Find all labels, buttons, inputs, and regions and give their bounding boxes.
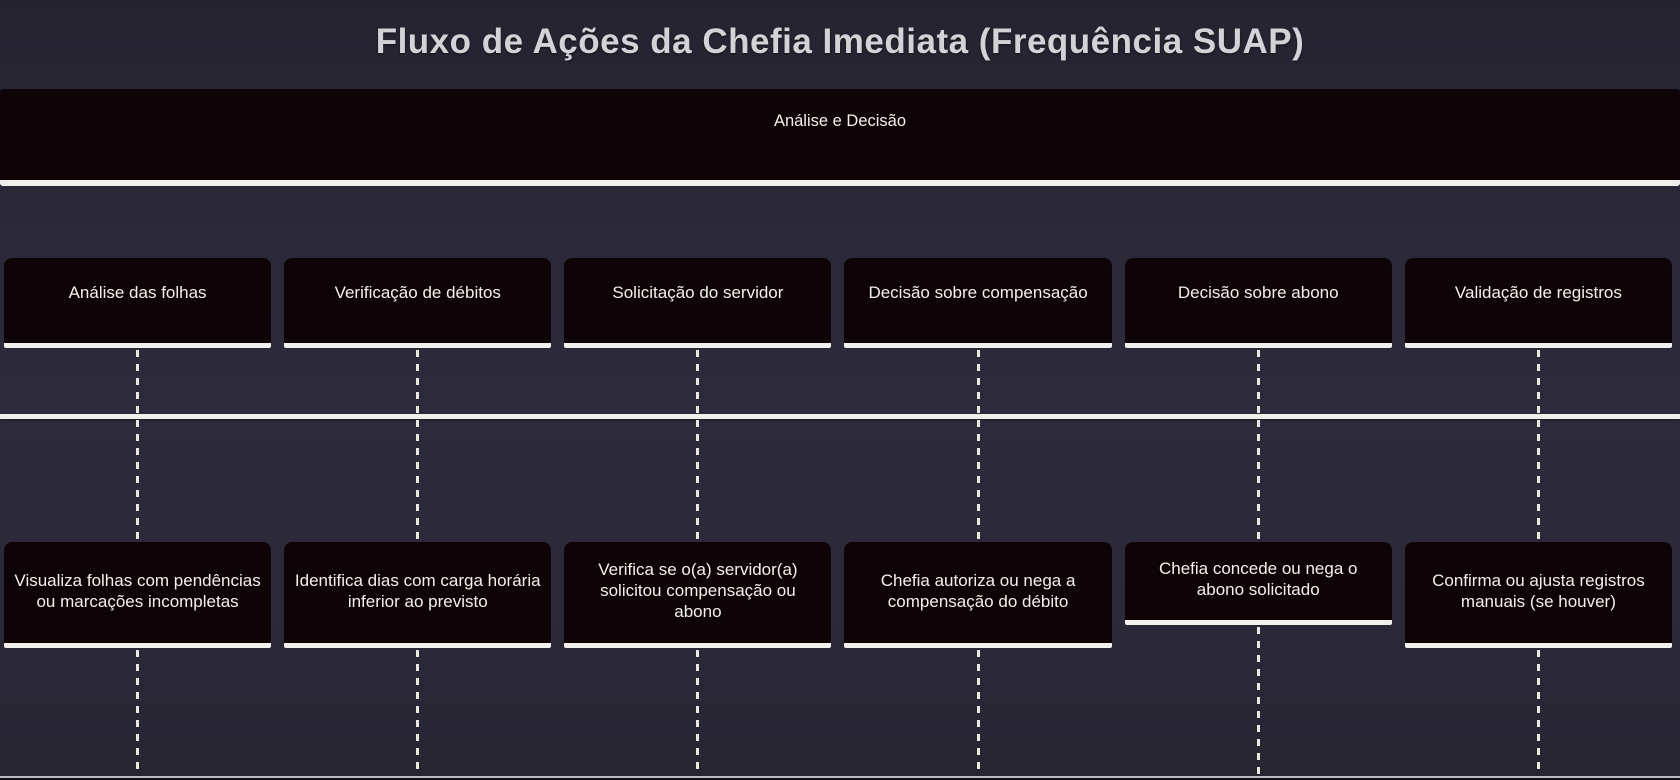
step-box-decisao-sobre-compensacao: Decisão sobre compensação: [844, 258, 1112, 348]
bottom-lane-line: [0, 776, 1680, 778]
flow-column-5: Decisão sobre abono Chefia concede ou ne…: [1124, 258, 1392, 780]
dashed-connector: [136, 650, 140, 780]
dashed-connector: [416, 350, 420, 540]
flow-column-3: Solicitação do servidor Verifica se o(a)…: [564, 258, 832, 780]
dashed-connector: [1256, 627, 1260, 780]
lane-header-analise-e-decisao: Análise e Decisão: [0, 89, 1680, 186]
step-box-analise-das-folhas: Análise das folhas: [4, 258, 272, 348]
dashed-connector: [976, 350, 980, 540]
dashed-connector: [976, 650, 980, 780]
diagram-title: Fluxo de Ações da Chefia Imediata (Frequ…: [375, 22, 1305, 61]
flow-column-2: Verificação de débitos Identifica dias c…: [284, 258, 552, 780]
dashed-connector: [1536, 650, 1540, 780]
dashed-connector: [696, 650, 700, 780]
lane-divider: [0, 414, 1680, 419]
flow-columns: Análise das folhas Visualiza folhas com …: [4, 258, 1672, 780]
step-box-solicitacao-do-servidor: Solicitação do servidor: [564, 258, 832, 348]
flow-column-1: Análise das folhas Visualiza folhas com …: [4, 258, 272, 780]
dashed-connector: [1536, 350, 1540, 540]
dashed-connector: [136, 350, 140, 540]
step-box-decisao-sobre-abono: Decisão sobre abono: [1124, 258, 1392, 348]
action-box-identifica-dias: Identifica dias com carga horária inferi…: [284, 542, 552, 648]
action-box-confirma-registros: Confirma ou ajusta registros manuais (se…: [1404, 542, 1672, 648]
bottom-edge: [0, 778, 1680, 780]
step-box-verificacao-de-debitos: Verificação de débitos: [284, 258, 552, 348]
dashed-connector: [1256, 350, 1260, 540]
dashed-connector: [696, 350, 700, 540]
flow-column-4: Decisão sobre compensação Chefia autoriz…: [844, 258, 1112, 780]
dashed-connector: [416, 650, 420, 780]
action-box-verifica-solicitou: Verifica se o(a) servidor(a) solicitou c…: [564, 542, 832, 648]
action-box-visualiza-folhas: Visualiza folhas com pendências ou marca…: [4, 542, 272, 648]
action-box-chefia-autoriza-compensacao: Chefia autoriza ou nega a compensação do…: [844, 542, 1112, 648]
flow-column-6: Validação de registros Confirma ou ajust…: [1404, 258, 1672, 780]
step-box-validacao-de-registros: Validação de registros: [1404, 258, 1672, 348]
lane-label: Análise e Decisão: [773, 112, 907, 130]
action-box-chefia-concede-abono: Chefia concede ou nega o abono solicitad…: [1124, 542, 1392, 625]
